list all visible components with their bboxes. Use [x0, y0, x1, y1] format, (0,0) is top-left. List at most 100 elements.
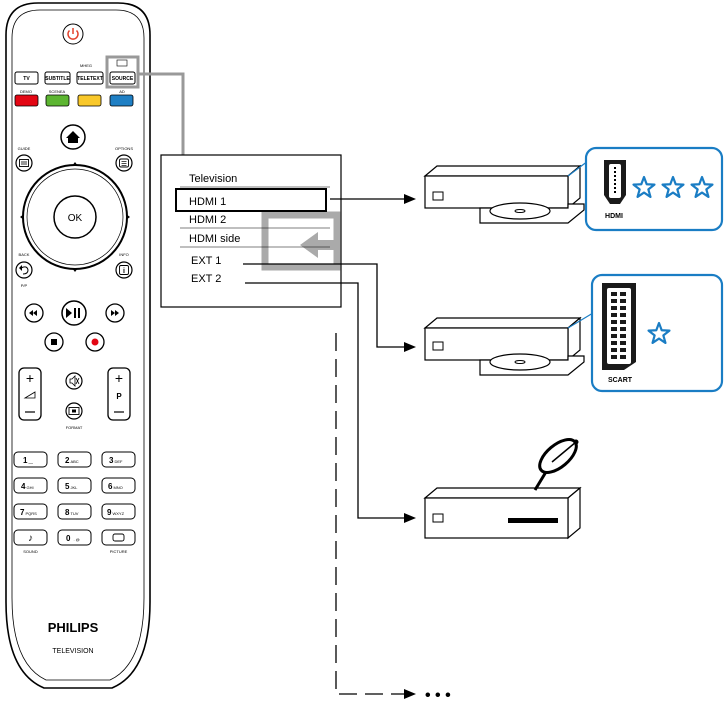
up-arrow-icon[interactable]	[72, 162, 78, 166]
mheg-label: MHEG	[80, 63, 92, 68]
key-9[interactable]	[101, 503, 136, 520]
connection-arrows	[243, 198, 404, 695]
blue-button[interactable]	[109, 94, 134, 107]
dvd-recorder-device	[423, 309, 599, 376]
format-button[interactable]	[65, 402, 83, 420]
home-button[interactable]	[60, 124, 86, 150]
guide-button[interactable]	[15, 154, 33, 172]
options-button[interactable]	[115, 154, 133, 172]
key-8[interactable]	[57, 503, 92, 520]
key-1[interactable]	[13, 451, 48, 468]
key-7-letters: PQRS	[25, 511, 37, 516]
rewind-button[interactable]	[24, 303, 44, 323]
menu-item-television[interactable]: Television	[189, 173, 237, 185]
guide-label: GUIDE	[18, 146, 31, 151]
remote-inner-outline	[11, 9, 145, 681]
key-2-number: 2	[65, 456, 70, 465]
key-4[interactable]	[13, 477, 48, 494]
tv-button-label: TV	[23, 76, 30, 82]
demo-label: DEMO	[20, 89, 32, 94]
hdmi-callout: HDMI	[584, 146, 724, 232]
key-5-letters: JKL	[70, 485, 78, 490]
menu-item-ext-1[interactable]: EXT 1	[191, 255, 221, 267]
scart-connector-icon	[602, 283, 636, 370]
rewind-icon	[29, 310, 37, 316]
green-button[interactable]	[45, 94, 70, 107]
subtitle-button[interactable]	[44, 71, 71, 85]
arrow-to-more-devices	[404, 689, 416, 699]
svg-text:7PQRS: 7PQRS	[20, 508, 37, 517]
menu-item-ext-2[interactable]: EXT 2	[191, 273, 221, 285]
info-button[interactable]: i	[115, 261, 133, 279]
back-button[interactable]	[15, 261, 33, 279]
key-1-number: 1	[23, 456, 28, 465]
source-menu-bg-icon	[261, 211, 341, 271]
volume-rocker[interactable]: +	[18, 367, 42, 421]
format-icon	[68, 407, 80, 415]
info-label: INFO	[119, 252, 129, 257]
tv-button[interactable]	[14, 71, 39, 85]
record-button[interactable]	[85, 332, 105, 352]
mute-icon	[69, 375, 80, 387]
play-pause-button[interactable]	[61, 300, 87, 326]
power-icon	[67, 28, 79, 40]
color-button-row: DEMO SCENEA AD	[14, 89, 134, 107]
scart-pin	[620, 341, 626, 345]
guide-icon	[19, 159, 29, 167]
pp-label: P/P	[21, 283, 28, 288]
music-note-icon: ♪	[28, 533, 33, 544]
program-up-icon[interactable]: +	[115, 370, 123, 386]
scart-pin	[611, 334, 617, 338]
scart-pin	[620, 355, 626, 359]
satellite-receiver-device	[423, 438, 582, 540]
key-6[interactable]	[101, 477, 136, 494]
scart-pin	[620, 327, 626, 331]
right-arrow-icon[interactable]	[126, 214, 130, 220]
key-3[interactable]	[101, 451, 136, 468]
picture-button[interactable]	[101, 529, 136, 546]
yellow-button[interactable]	[77, 94, 102, 107]
menu-item-hdmi-1[interactable]: HDMI 1	[189, 196, 226, 208]
key-3-letters: DEF	[114, 459, 123, 464]
source-button[interactable]	[109, 71, 136, 85]
more-devices-ellipsis: • • •	[425, 687, 451, 701]
teletext-button-label: TELETEXT	[77, 76, 103, 82]
scart-pin	[620, 320, 626, 324]
scart-pin	[620, 299, 626, 303]
sound-button[interactable]	[13, 529, 48, 546]
options-label: OPTIONS	[115, 146, 133, 151]
key-0-number: 0	[66, 534, 71, 543]
down-arrow-icon[interactable]	[72, 268, 78, 272]
key-7[interactable]	[13, 503, 48, 520]
menu-item-hdmi-side[interactable]: HDMI side	[189, 233, 240, 245]
menu-item-hdmi-2[interactable]: HDMI 2	[189, 214, 226, 226]
mute-button[interactable]	[65, 372, 83, 390]
program-rocker[interactable]: + P	[107, 367, 131, 421]
volume-up-icon[interactable]: +	[26, 370, 34, 386]
key-8-letters: TUV	[70, 511, 78, 516]
scart-pin	[611, 348, 617, 352]
power-button[interactable]	[62, 23, 84, 45]
left-arrow-icon[interactable]	[20, 214, 24, 220]
fast-forward-button[interactable]	[105, 303, 125, 323]
back-icon	[20, 266, 29, 275]
scart-rating	[647, 321, 671, 344]
key-8-number: 8	[65, 508, 70, 517]
key-0[interactable]	[57, 529, 92, 546]
svg-text:2ABC: 2ABC	[65, 456, 79, 465]
red-button[interactable]	[14, 94, 39, 107]
key-2[interactable]	[57, 451, 92, 468]
dvd-player-device	[423, 151, 601, 224]
scart-pin	[611, 320, 617, 324]
ad-label: AD	[119, 89, 125, 94]
menu-selection-highlight	[175, 188, 327, 212]
ok-button[interactable]: OK	[53, 195, 97, 239]
teletext-button[interactable]	[76, 71, 104, 85]
subtitle-button-label: SUBTITLE	[45, 76, 70, 82]
stop-button[interactable]	[44, 332, 64, 352]
number-keypad: 1_ 2ABC 3DEF 4GHI 5JKL 6MNO 7PQRS 8TUV 9…	[13, 451, 136, 554]
key-5[interactable]	[57, 477, 92, 494]
scart-pin	[620, 292, 626, 296]
scart-pin	[620, 348, 626, 352]
